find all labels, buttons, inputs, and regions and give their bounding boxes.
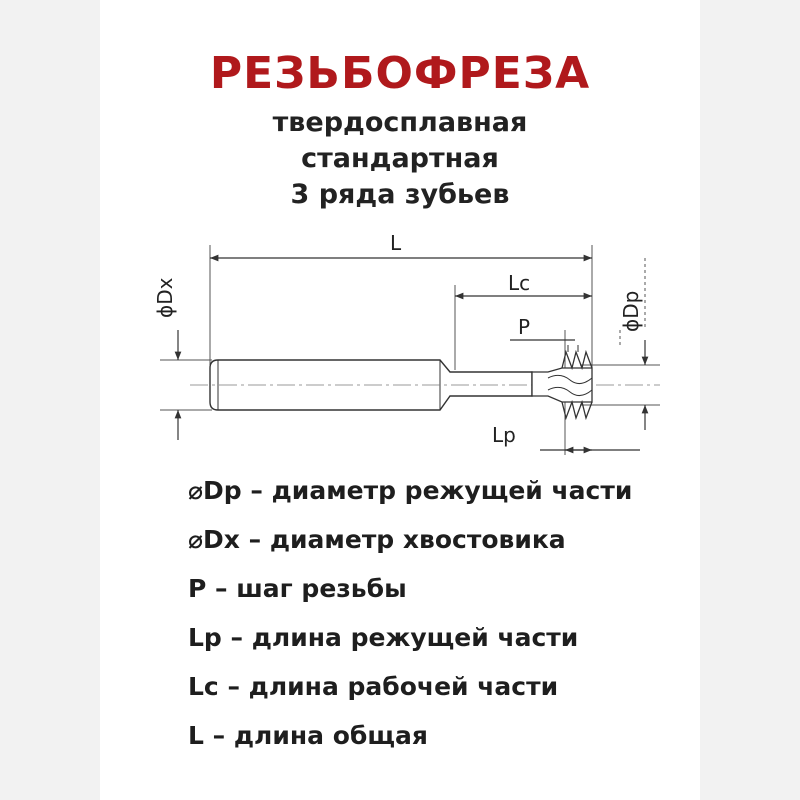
legend-text: – длина рабочей части [218,672,559,701]
tool-drawing: L Lc P Lp ϕDx ϕDp [153,231,660,455]
cutting-head [531,345,593,421]
legend-symbol: ⌀Dx [188,525,240,554]
label-Dp: ϕDp [619,291,643,332]
legend: ⌀Dp – диаметр режущей части ⌀Dx – диамет… [188,466,698,760]
legend-item-dx: ⌀Dx – диаметр хвостовика [188,515,698,564]
legend-item-p: P – шаг резьбы [188,564,698,613]
legend-symbol: P [188,574,207,603]
legend-symbol: ⌀Dp [188,476,242,505]
legend-text: – шаг резьбы [206,574,407,603]
label-Dx: ϕDx [153,277,177,318]
product-card: РЕЗЬБОФРЕЗА твердосплавная стандартная 3… [100,0,700,800]
legend-item-l: L – длина общая [188,711,698,760]
legend-symbol: L [188,721,204,750]
subtitle-line-1: твердосплавная [272,107,528,138]
subtitle-line-3: 3 ряда зубьев [290,179,510,210]
legend-symbol: Lc [188,672,219,701]
legend-item-lc: Lc – длина рабочей части [188,662,698,711]
label-L: L [390,231,402,255]
legend-text: – длина режущей части [221,623,579,652]
label-P: P [518,315,530,339]
subtitle-line-2: стандартная [301,143,499,174]
legend-item-dp: ⌀Dp – диаметр режущей части [188,466,698,515]
legend-text: – диаметр хвостовика [239,525,566,554]
label-Lp: Lp [492,423,516,447]
legend-text: – длина общая [203,721,428,750]
product-title: РЕЗЬБОФРЕЗА [209,48,591,99]
extension-lines [160,245,660,455]
legend-symbol: Lp [188,623,222,652]
legend-item-lp: Lp – длина режущей части [188,613,698,662]
legend-text: – диаметр режущей части [241,476,633,505]
label-Lc: Lc [508,271,530,295]
